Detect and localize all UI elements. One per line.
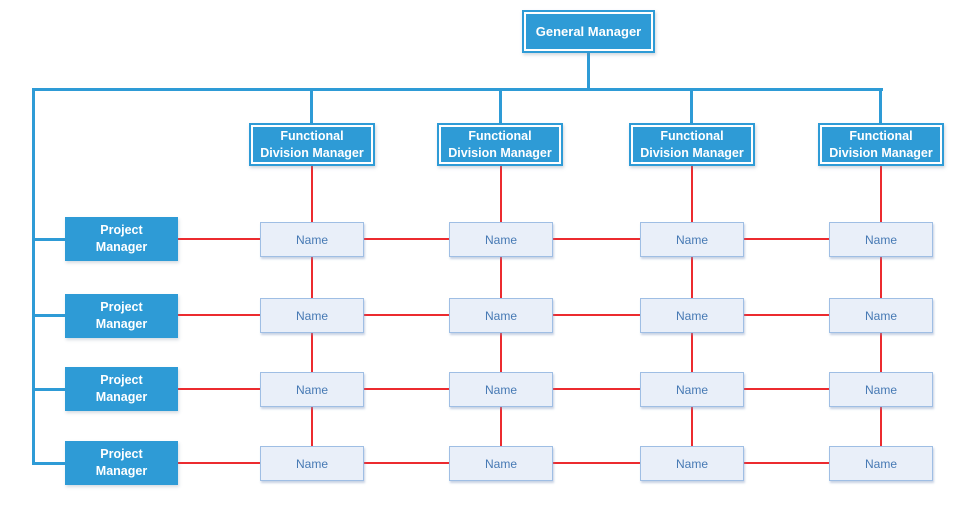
project-manager-stub-2 <box>32 314 68 317</box>
member-label: Name <box>675 382 708 397</box>
member-label: Name <box>675 456 708 471</box>
member-node: Name <box>449 222 553 257</box>
project-manager-rail-connector <box>32 88 35 465</box>
project-manager-stub-4 <box>32 462 68 465</box>
member-node: Name <box>640 446 744 481</box>
project-manager-stub-3 <box>32 388 68 391</box>
member-node: Name <box>260 298 364 333</box>
functional-manager-label-line1: Functional <box>280 129 344 144</box>
member-node: Name <box>829 446 933 481</box>
member-label: Name <box>295 382 328 397</box>
functional-manager-label-line1: Functional <box>660 129 724 144</box>
functional-drop-connector-3 <box>690 88 693 126</box>
member-label: Name <box>864 308 897 323</box>
functional-manager-label-line1: Functional <box>849 129 913 144</box>
functional-manager-node: Functional Division Manager <box>437 123 563 166</box>
general-manager-label: General Manager <box>535 24 642 39</box>
member-node: Name <box>449 298 553 333</box>
member-node: Name <box>640 222 744 257</box>
project-manager-label-line1: Project <box>100 447 143 462</box>
member-node: Name <box>260 372 364 407</box>
member-node: Name <box>829 298 933 333</box>
member-label: Name <box>675 232 708 247</box>
member-node: Name <box>640 372 744 407</box>
project-manager-label-line1: Project <box>100 223 143 238</box>
functional-drop-connector-1 <box>310 88 313 126</box>
project-manager-label-line1: Project <box>100 373 143 388</box>
member-label: Name <box>864 232 897 247</box>
member-node: Name <box>449 446 553 481</box>
functional-manager-label-line2: Division Manager <box>640 145 744 160</box>
project-manager-node: Project Manager <box>65 294 178 338</box>
member-node: Name <box>640 298 744 333</box>
project-manager-label-line2: Manager <box>95 317 148 331</box>
project-manager-label-line1: Project <box>100 300 143 315</box>
project-manager-label-line2: Manager <box>95 464 148 478</box>
member-node: Name <box>829 222 933 257</box>
member-node: Name <box>449 372 553 407</box>
member-label: Name <box>675 308 708 323</box>
functional-manager-node: Functional Division Manager <box>629 123 755 166</box>
member-node: Name <box>260 446 364 481</box>
member-label: Name <box>484 382 517 397</box>
member-label: Name <box>864 382 897 397</box>
member-label: Name <box>295 308 328 323</box>
general-manager-drop-connector <box>587 51 590 90</box>
general-manager-node: General Manager <box>522 10 655 53</box>
member-node: Name <box>260 222 364 257</box>
member-node: Name <box>829 372 933 407</box>
project-manager-label-line2: Manager <box>95 240 148 254</box>
functional-drop-connector-4 <box>879 88 882 126</box>
project-manager-label-line2: Manager <box>95 390 148 404</box>
member-label: Name <box>484 232 517 247</box>
member-label: Name <box>864 456 897 471</box>
functional-manager-node: Functional Division Manager <box>249 123 375 166</box>
member-label: Name <box>484 456 517 471</box>
functional-drop-connector-2 <box>499 88 502 126</box>
member-label: Name <box>295 456 328 471</box>
project-manager-stub-1 <box>32 238 68 241</box>
functional-manager-label-line2: Division Manager <box>448 145 552 160</box>
member-label: Name <box>295 232 328 247</box>
project-manager-node: Project Manager <box>65 367 178 411</box>
project-manager-node: Project Manager <box>65 441 178 485</box>
header-horizontal-connector <box>32 88 883 91</box>
functional-manager-label-line2: Division Manager <box>260 145 364 160</box>
project-manager-node: Project Manager <box>65 217 178 261</box>
member-label: Name <box>484 308 517 323</box>
functional-manager-node: Functional Division Manager <box>818 123 944 166</box>
functional-manager-label-line1: Functional <box>468 129 532 144</box>
functional-manager-label-line2: Division Manager <box>829 145 933 160</box>
